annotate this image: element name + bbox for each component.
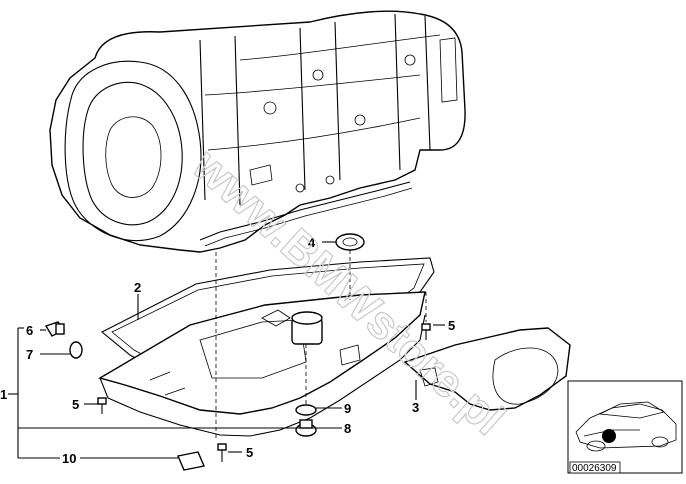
callout-3: 3 [412,400,419,415]
oil-filter [403,327,571,411]
callout-10: 10 [62,451,76,466]
seal-washer-7 [69,341,83,359]
callout-2: 2 [134,280,141,295]
inset-frame [567,380,683,474]
callout-5-left: 5 [72,397,79,412]
leader-lines [8,241,445,459]
screw-5a [97,397,107,414]
callout-4: 4 [308,235,316,250]
callout-6: 6 [26,323,33,338]
callout-labels: 1 2 3 4 5 5 5 6 7 8 9 10 [0,235,455,466]
drain-plug-6 [44,321,66,337]
location-marker [602,429,616,443]
callout-9: 9 [344,401,351,416]
transmission-housing [49,10,466,253]
car-silhouette-icon [575,401,677,452]
diagram-code: 00026309 [572,463,617,474]
callout-5-bottom: 5 [246,445,253,460]
shim-10 [177,451,205,471]
screw-5b [421,323,431,340]
screw-5c [217,443,227,462]
callout-7: 7 [26,347,33,362]
seal-9 [295,404,317,416]
oil-pan [98,291,426,437]
car-locator-inset: 00026309 [567,380,683,474]
callout-1: 1 [0,387,7,402]
callout-5-right: 5 [448,318,455,333]
callout-8: 8 [344,421,351,436]
